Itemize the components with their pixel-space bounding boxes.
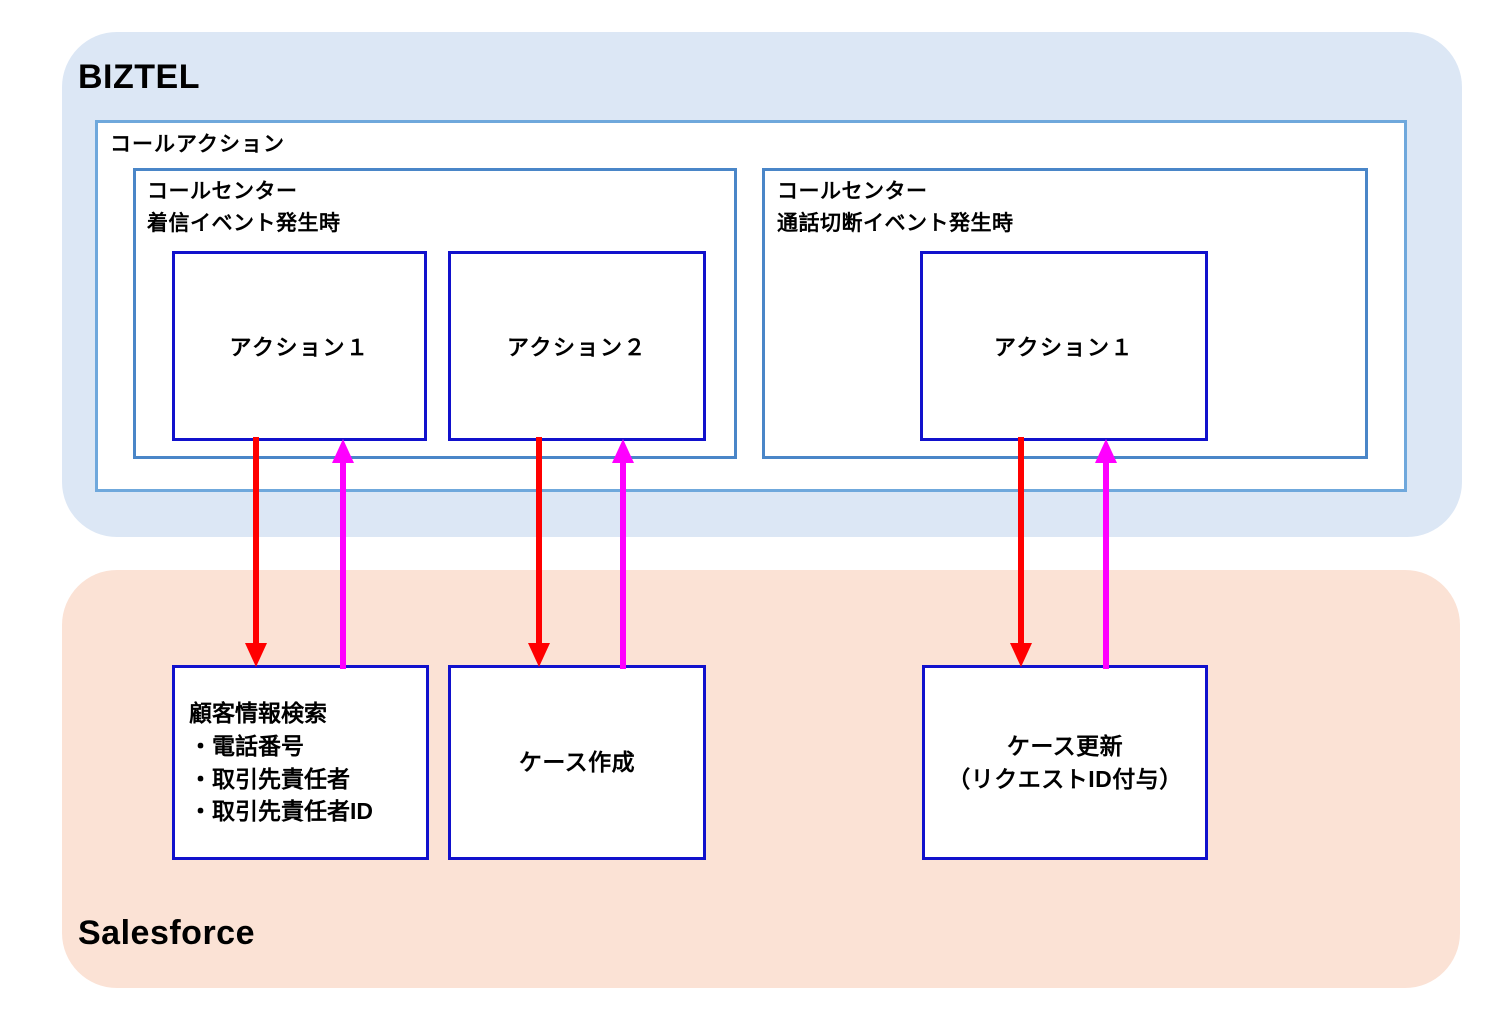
arrow-down-action1-to-customer-search: [240, 437, 280, 669]
event-group-incoming-call-label: コールセンター 着信イベント発生時: [147, 180, 341, 235]
salesforce-zone-title: Salesforce: [78, 914, 255, 952]
action-box-label: アクション１: [994, 335, 1134, 360]
action-box-incoming-1[interactable]: アクション１: [172, 251, 427, 441]
salesforce-box-case-update[interactable]: ケース更新 （リクエストID付与）: [922, 665, 1208, 860]
action-box-incoming-2[interactable]: アクション２: [448, 251, 706, 441]
arrow-down-action1-to-case-update: [1005, 437, 1045, 669]
arrow-down-action2-to-case-create: [523, 437, 563, 669]
arrow-up-customer-search-to-action1: [327, 437, 367, 669]
arrow-up-case-update-to-action1: [1090, 437, 1130, 669]
salesforce-box-label: ケース作成: [518, 749, 636, 776]
salesforce-box-label: ケース更新 （リクエストID付与）: [947, 732, 1183, 792]
arrow-up-case-create-to-action2: [607, 437, 647, 669]
salesforce-box-customer-search[interactable]: 顧客情報検索 ・電話番号 ・取引先責任者 ・取引先責任者ID: [172, 665, 429, 860]
call-action-label: コールアクション: [110, 133, 285, 156]
action-box-label: アクション２: [507, 335, 647, 360]
action-box-label: アクション１: [229, 335, 370, 360]
event-group-call-disconnect-label: コールセンター 通話切断イベント発生時: [777, 180, 1014, 235]
salesforce-box-label: 顧客情報検索 ・電話番号 ・取引先責任者 ・取引先責任者ID: [189, 700, 373, 825]
action-box-disconnect-1[interactable]: アクション１: [920, 251, 1208, 441]
biztel-zone-title: BIZTEL: [78, 58, 200, 96]
salesforce-box-case-create[interactable]: ケース作成: [448, 665, 706, 860]
